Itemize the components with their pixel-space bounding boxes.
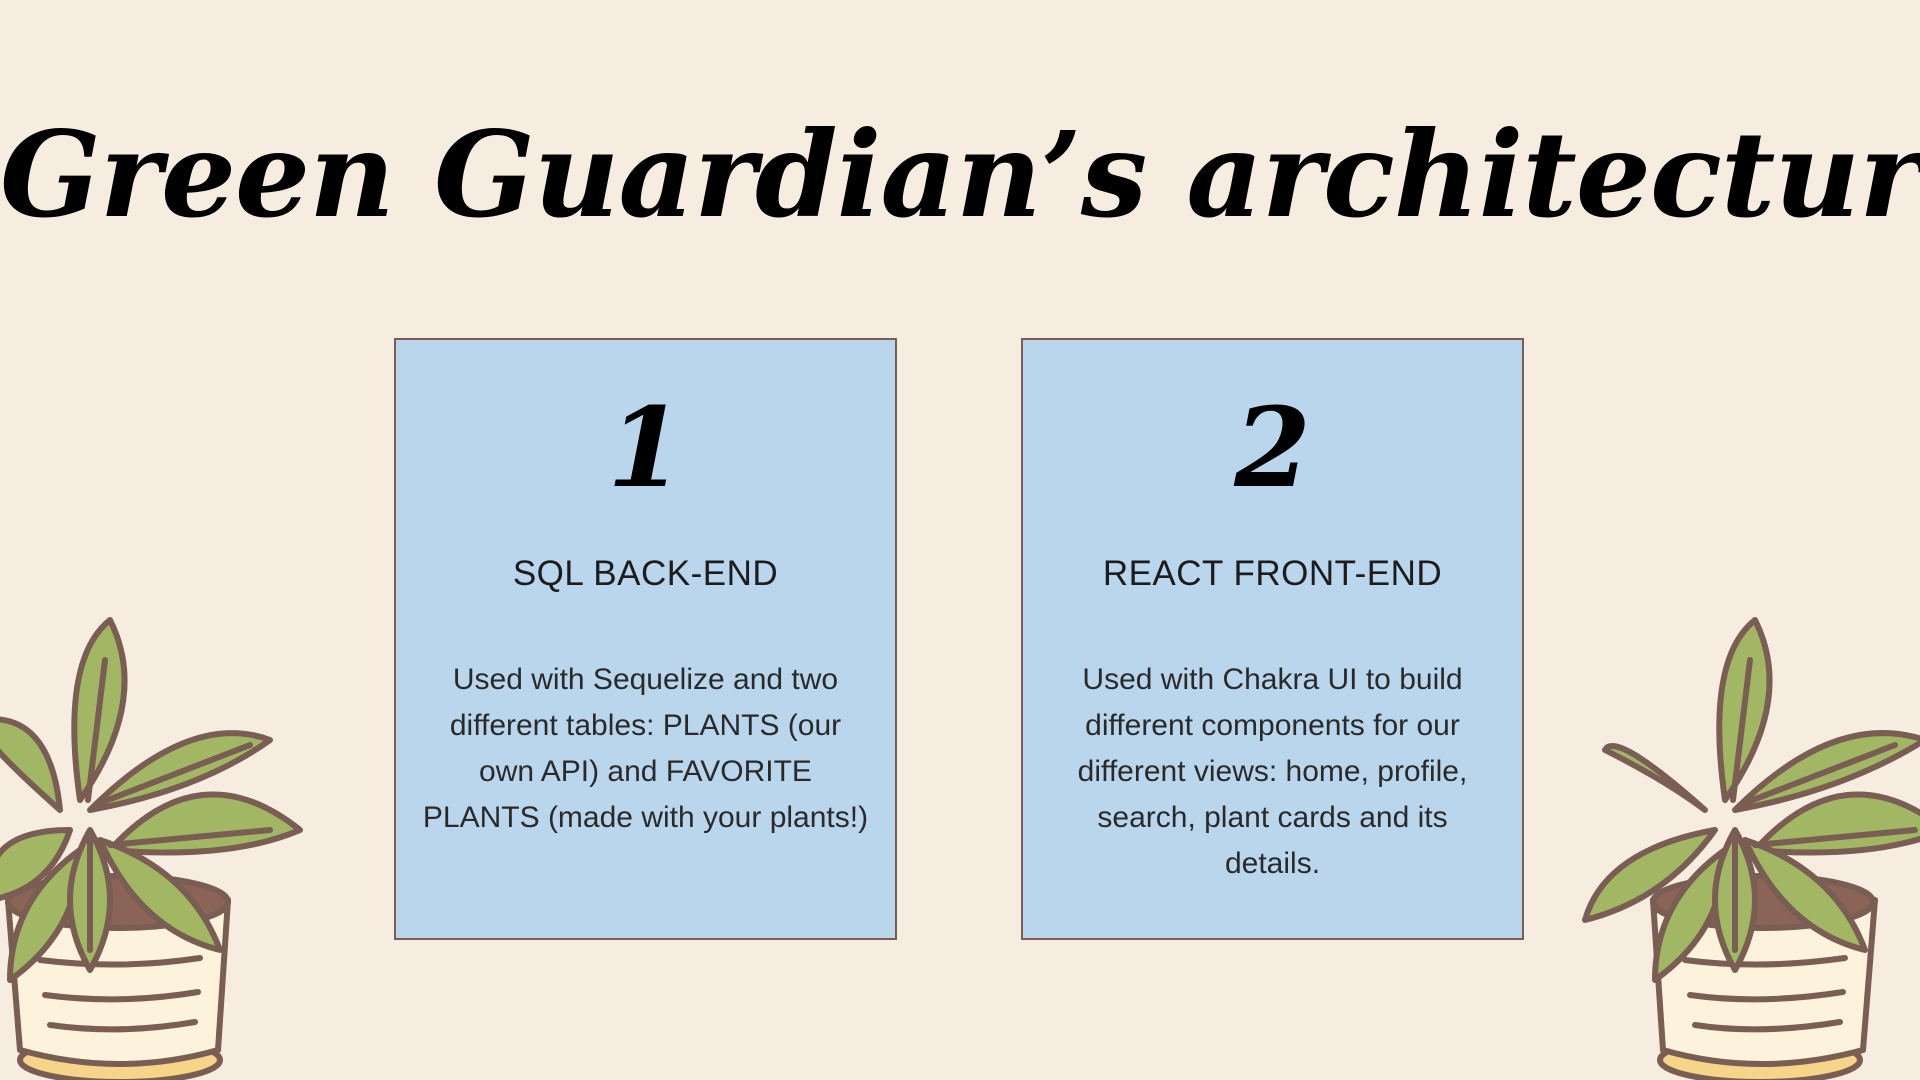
architecture-card-backend: 1 SQL BACK-END Used with Sequelize and t… [394, 338, 897, 940]
card-heading: REACT FRONT-END [1102, 554, 1443, 593]
slide-title: Green Guardian’s architecture [0, 105, 1920, 244]
potted-plant-illustration [1582, 617, 1920, 1080]
card-heading: SQL BACK-END [512, 554, 779, 593]
card-number: 1 [607, 383, 684, 512]
card-number: 2 [1234, 383, 1311, 512]
architecture-card-frontend: 2 REACT FRONT-END Used with Chakra UI to… [1021, 338, 1524, 940]
card-description: Used with Sequelize and two different ta… [422, 663, 869, 834]
potted-plant-illustration [0, 617, 303, 1080]
card-description: Used with Chakra UI to build different c… [1077, 663, 1468, 880]
